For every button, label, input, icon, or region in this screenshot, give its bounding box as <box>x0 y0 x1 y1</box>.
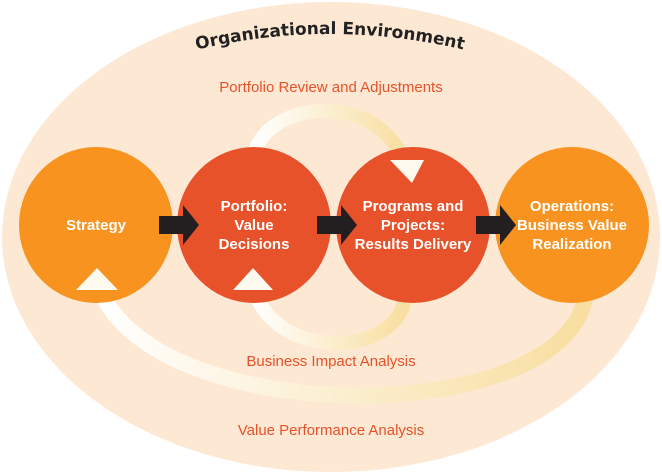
arrowhead-top <box>390 160 424 183</box>
loop-label-top: Portfolio Review and Adjustments <box>219 79 442 96</box>
arrowhead-strategy <box>76 268 118 290</box>
feedback-arrow-middle <box>246 283 412 350</box>
arrowhead-portfolio <box>233 268 273 290</box>
stage-label: Decisions <box>219 236 290 253</box>
stage-circle <box>336 147 490 303</box>
loop-label-middle: Business Impact Analysis <box>246 353 415 370</box>
stage-circle <box>495 147 649 303</box>
stage-label: Portfolio: <box>221 198 288 215</box>
feedback-arrow-bottom <box>90 282 593 404</box>
stage-label: Strategy <box>66 217 127 234</box>
flow-arrow <box>476 205 516 245</box>
feedback-arrow-top <box>248 103 412 168</box>
stage-label: Business Value <box>517 217 627 234</box>
stage-label: Value <box>234 217 273 234</box>
flow-arrow <box>317 205 357 245</box>
flow-arrow <box>159 205 199 245</box>
stage-circle <box>19 147 173 303</box>
stage-circle <box>177 147 331 303</box>
stage-label: Operations: <box>530 198 614 215</box>
stage-label: Realization <box>532 236 611 253</box>
stage-label: Results Delivery <box>355 236 472 253</box>
stage-label: Projects: <box>381 217 445 234</box>
stage-label: Programs and <box>363 198 464 215</box>
loop-label-bottom: Value Performance Analysis <box>238 422 424 439</box>
